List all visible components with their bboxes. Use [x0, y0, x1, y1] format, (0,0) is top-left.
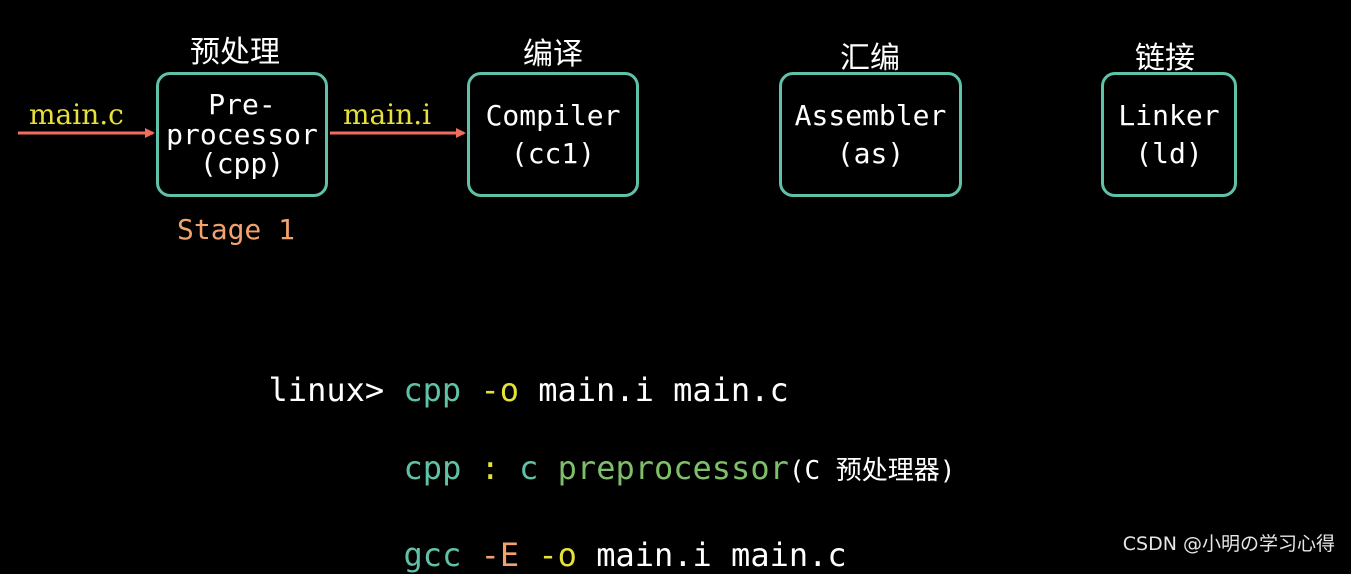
cmd3-output: main.i — [596, 536, 712, 574]
cmd2-word: preprocessor — [557, 449, 789, 487]
assembler-box: Assembler (as) — [779, 72, 962, 197]
input-file-label: main.c — [29, 98, 124, 131]
preprocessor-line-3: (cpp) — [199, 147, 285, 181]
watermark: CSDN @小明の学习心得 — [1122, 533, 1335, 555]
cmd1-flag: -o — [480, 371, 519, 409]
preprocessor-line-2: processor — [166, 117, 318, 151]
cmd2-sep: : — [480, 449, 500, 487]
cmd2-paren: (C 预处理器) — [788, 456, 956, 486]
stage-title-preprocess: 预处理 — [190, 35, 280, 70]
cmd3-flag1: -E — [480, 536, 520, 574]
command-line-2: cpp : c preprocessor(C 预处理器) — [365, 411, 956, 487]
assembler-line-1: Assembler — [794, 98, 947, 132]
shell-prompt: linux> — [268, 371, 385, 409]
command-line-1: linux> cpp -o main.i main.c — [230, 333, 789, 409]
command-line-3: gcc -E -o main.i main.c — [365, 498, 847, 574]
cmd3-tool: gcc — [403, 536, 462, 574]
compiler-box: Compiler (cc1) — [467, 72, 639, 197]
stage-title-compile: 编译 — [523, 37, 583, 72]
cmd2-tool: cpp — [403, 449, 462, 487]
linker-box: Linker (ld) — [1101, 72, 1237, 197]
cmd1-tool: cpp — [403, 371, 462, 409]
preprocessor-line-1: Pre- — [208, 87, 276, 121]
cmd3-flag2: -o — [538, 536, 577, 574]
linker-line-1: Linker — [1118, 98, 1220, 132]
cmd1-input: main.c — [673, 371, 789, 409]
stage-note: Stage 1 — [177, 213, 296, 246]
assembler-line-2: (as) — [836, 136, 905, 170]
stage-title-link: 链接 — [1135, 41, 1195, 76]
cmd3-input: main.c — [731, 536, 847, 574]
cmd1-output: main.i — [538, 371, 654, 409]
preprocessor-box: Pre- processor (cpp) — [156, 72, 328, 197]
output-file-label: main.i — [343, 98, 432, 131]
stage-title-assemble: 汇编 — [840, 41, 900, 76]
compiler-line-2: (cc1) — [510, 136, 596, 170]
compiler-line-1: Compiler — [485, 98, 621, 132]
linker-line-2: (ld) — [1135, 136, 1203, 170]
cmd2-c: c — [519, 449, 539, 487]
